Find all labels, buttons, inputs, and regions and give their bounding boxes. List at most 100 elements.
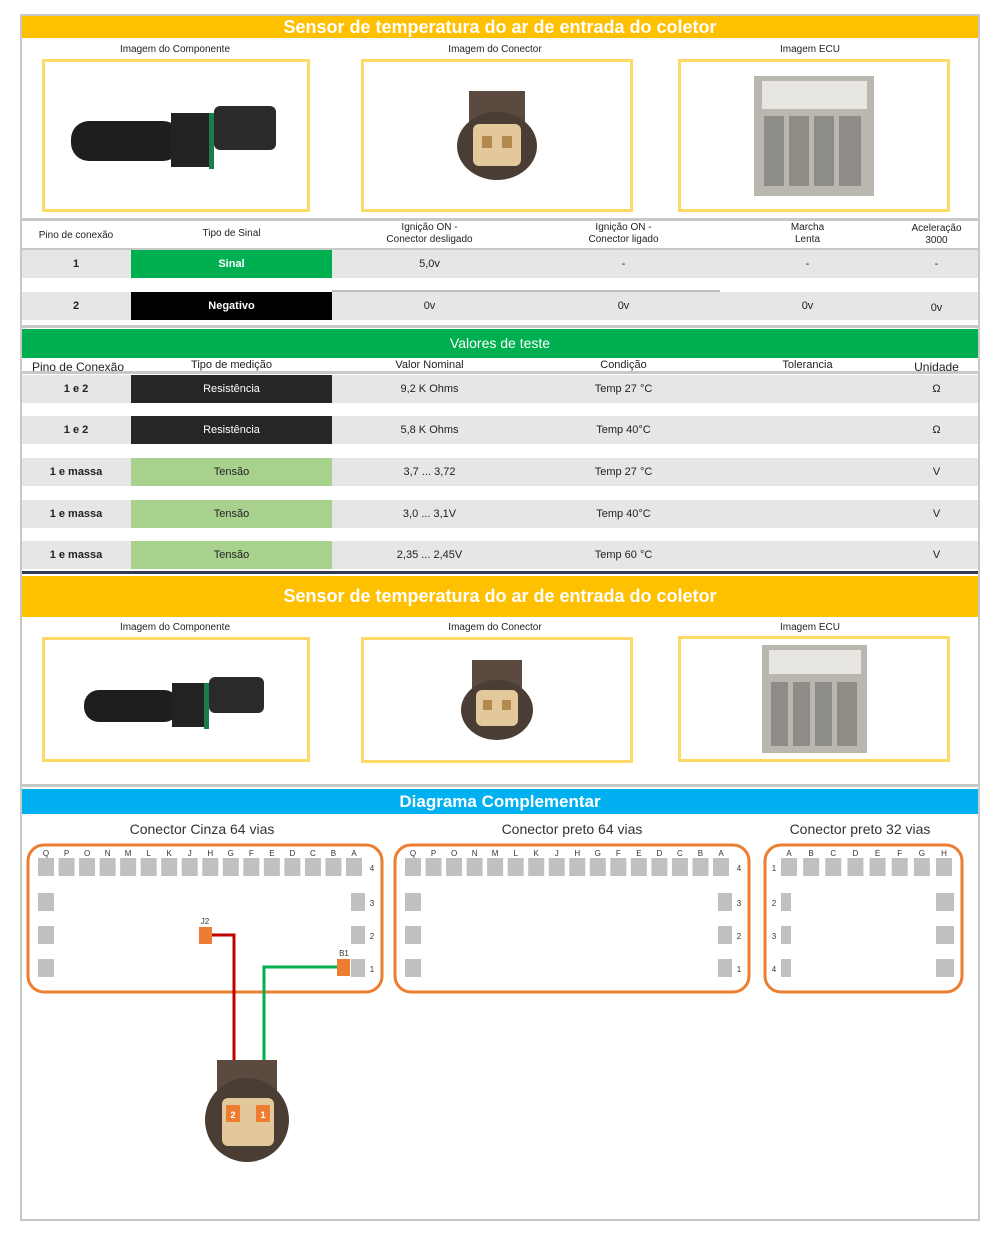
header-pin: Pino de conexão xyxy=(38,230,114,241)
pin-row-label: 1 xyxy=(772,864,777,873)
cond: Temp 60 °C xyxy=(594,549,653,561)
pin-slot xyxy=(38,893,54,911)
signal-row: 1 Sinal 5,0v - - - xyxy=(22,250,978,278)
pin-row-label: 1 xyxy=(370,965,375,974)
pin-slot xyxy=(202,858,219,876)
pin-slot xyxy=(222,858,239,876)
pin-column-label: Q xyxy=(43,849,49,858)
measure-type-badge: Resistência xyxy=(131,375,332,403)
pin: 1 e 2 xyxy=(63,383,89,395)
component-image xyxy=(42,59,310,212)
wire-red xyxy=(212,933,236,1110)
pin-column-label: D xyxy=(853,849,859,858)
nominal: 2,35 ... 2,45V xyxy=(396,549,463,561)
pin-column-label: M xyxy=(125,849,132,858)
pin-slot xyxy=(181,858,198,876)
pin-slot xyxy=(891,858,908,876)
pin-column-label: C xyxy=(310,849,316,858)
nominal: 3,0 ... 3,1V xyxy=(402,508,457,520)
pin: 1 xyxy=(72,258,80,270)
pin-column-label: F xyxy=(897,849,902,858)
sensor-pin-2 xyxy=(226,1105,240,1122)
pin-slot xyxy=(99,858,116,876)
pin-slot xyxy=(936,959,954,977)
ecu-picture xyxy=(754,75,874,196)
pin-b1 xyxy=(337,959,350,976)
pin-column-label: D xyxy=(290,849,296,858)
connector-outline xyxy=(26,843,384,994)
cond: Temp 40°C xyxy=(596,424,651,436)
pin: 2 xyxy=(72,300,80,312)
pin-row-label: 4 xyxy=(370,864,375,873)
header-idle: Marcha Lenta xyxy=(790,222,825,245)
pin-slot xyxy=(425,858,442,876)
signal-type-badge: Sinal xyxy=(131,250,332,278)
pin-column-label: F xyxy=(249,849,254,858)
signal-row: 2 Negativo 0v 0v 0v 0v xyxy=(22,292,978,320)
pin-slot xyxy=(140,858,157,876)
pin-slot xyxy=(507,858,524,876)
connector-title: Conector Cinza 64 vias xyxy=(129,821,275,837)
pin-slot xyxy=(405,858,421,876)
connector-title: Conector preto 32 vias xyxy=(789,821,931,837)
value: 0v xyxy=(423,300,436,312)
pin-slot xyxy=(692,858,709,876)
pin-slot xyxy=(589,858,606,876)
pin-slot xyxy=(405,926,421,944)
page-frame xyxy=(20,14,980,1221)
pin-slot xyxy=(781,893,791,911)
pin-slot xyxy=(936,893,954,911)
pin-slot xyxy=(781,959,791,977)
pin-slot xyxy=(869,858,886,876)
pin-slot xyxy=(718,893,732,911)
pin-slot xyxy=(718,926,732,944)
label-ecu: Imagem ECU xyxy=(779,44,840,55)
pin-column-label: C xyxy=(677,849,683,858)
pin-column-label: H xyxy=(207,849,213,858)
connector-title: Conector preto 64 vias xyxy=(501,821,643,837)
header-pin: Pino de Conexão xyxy=(31,360,125,374)
unit: V xyxy=(932,549,941,561)
cond: Temp 40°C xyxy=(596,508,651,520)
pin-column-label: J xyxy=(555,849,559,858)
sensor-pin-1-label: 1 xyxy=(260,1110,265,1120)
pin-row-label: 3 xyxy=(772,932,777,941)
value: 0v xyxy=(617,300,630,312)
signal-type-badge: Negativo xyxy=(131,292,332,320)
pin-column-label: J xyxy=(188,849,192,858)
pin-column-label: D xyxy=(657,849,663,858)
pin: 1 e massa xyxy=(49,549,103,561)
pin-slot xyxy=(243,858,260,876)
pin-slot xyxy=(38,959,54,977)
label-connector: Imagem do Conector xyxy=(448,622,542,633)
measure-type-badge: Tensão xyxy=(131,500,332,528)
connector-outline xyxy=(393,843,751,994)
pin-slot xyxy=(284,858,301,876)
header-nominal: Valor Nominal xyxy=(395,359,464,371)
ecu-image xyxy=(678,59,950,212)
section-title-repeat: Sensor de temperatura do ar de entrada d… xyxy=(22,576,978,617)
pin-slot xyxy=(548,858,565,876)
sensor-pin-1 xyxy=(256,1105,270,1122)
pin-column-label: A xyxy=(786,849,792,858)
value: 0v xyxy=(801,300,814,312)
pin-slot xyxy=(913,858,930,876)
pin-slot xyxy=(38,926,54,944)
header-accel: Aceleração 3000 xyxy=(911,223,962,246)
pin-slot xyxy=(405,893,421,911)
pin-slot xyxy=(528,858,545,876)
pin-slot xyxy=(405,959,421,977)
connector-outline xyxy=(763,843,964,994)
pin-slot xyxy=(351,959,365,977)
ecu-image xyxy=(678,636,950,762)
ecu-picture xyxy=(762,644,867,753)
pin-row-label: 3 xyxy=(370,899,375,908)
pin-column-label: O xyxy=(84,849,90,858)
pin-row-label: 4 xyxy=(772,965,777,974)
pin-column-label: F xyxy=(616,849,621,858)
pin-slot xyxy=(718,959,732,977)
